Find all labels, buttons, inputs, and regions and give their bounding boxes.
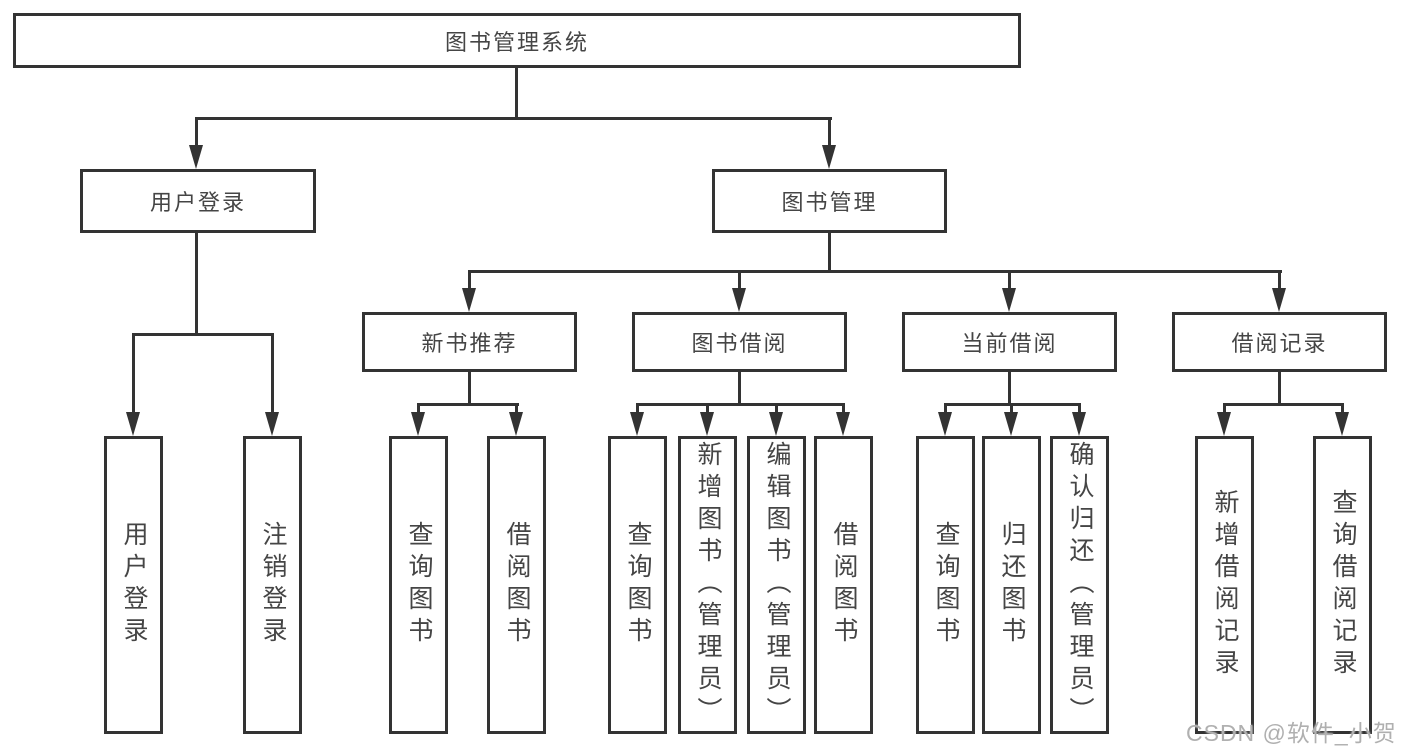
connector-line bbox=[515, 403, 518, 414]
leaf-label: 注销登录 bbox=[259, 521, 287, 649]
connector-arrowhead bbox=[630, 412, 644, 436]
leaf-label: 编辑图书（管理员） bbox=[763, 441, 791, 729]
leaf-return-book: 归还图书 bbox=[982, 436, 1041, 734]
leaf-query-books-current: 查询图书 bbox=[916, 436, 975, 734]
node-label: 图书管理 bbox=[781, 190, 878, 215]
leaf-query-books-borrow: 查询图书 bbox=[608, 436, 667, 734]
leaf-label: 查询借阅记录 bbox=[1329, 489, 1357, 681]
connector-arrowhead bbox=[1004, 412, 1018, 436]
connector-line bbox=[1008, 270, 1011, 290]
connector-line bbox=[195, 231, 198, 335]
connector-arrowhead bbox=[509, 412, 523, 436]
leaf-add-borrow-record: 新增借阅记录 bbox=[1195, 436, 1254, 734]
connector-line bbox=[706, 403, 709, 414]
connector-line bbox=[636, 403, 845, 406]
connector-arrowhead bbox=[1072, 412, 1086, 436]
leaf-confirm-return-admin: 确认归还（管理员） bbox=[1050, 436, 1109, 734]
connector-line bbox=[1223, 403, 1344, 406]
leaf-label: 查询图书 bbox=[405, 521, 433, 649]
leaf-add-book-admin: 新增图书（管理员） bbox=[678, 436, 737, 734]
connector-line bbox=[1341, 403, 1344, 414]
connector-line bbox=[828, 231, 831, 273]
leaf-query-borrow-record: 查询借阅记录 bbox=[1313, 436, 1372, 734]
node-book-borrow: 图书借阅 bbox=[632, 312, 847, 372]
connector-arrowhead bbox=[1335, 412, 1349, 436]
node-label: 当前借阅 bbox=[961, 331, 1058, 356]
leaf-user-login: 用户登录 bbox=[104, 436, 163, 734]
node-root-system: 图书管理系统 bbox=[13, 13, 1021, 68]
connector-arrowhead bbox=[700, 412, 714, 436]
connector-line bbox=[738, 270, 741, 290]
connector-line bbox=[417, 403, 420, 414]
connector-line bbox=[1008, 370, 1011, 406]
csdn-watermark: CSDN @软件_小贺同学 bbox=[1186, 720, 1397, 746]
leaf-label: 借阅图书 bbox=[503, 521, 531, 649]
leaf-label: 新增图书（管理员） bbox=[694, 441, 722, 729]
connector-line bbox=[132, 333, 135, 414]
leaf-label: 归还图书 bbox=[998, 521, 1026, 649]
leaf-label: 新增借阅记录 bbox=[1211, 489, 1239, 681]
connector-arrowhead bbox=[265, 412, 279, 436]
connector-arrowhead bbox=[822, 145, 836, 169]
connector-line bbox=[1223, 403, 1226, 414]
connector-line bbox=[468, 370, 471, 406]
leaf-label: 查询图书 bbox=[932, 521, 960, 649]
leaf-query-books-recommend: 查询图书 bbox=[389, 436, 448, 734]
connector-line bbox=[468, 270, 1282, 273]
node-current-borrow: 当前借阅 bbox=[902, 312, 1117, 372]
node-user-login: 用户登录 bbox=[80, 169, 316, 233]
node-new-book-recommend: 新书推荐 bbox=[362, 312, 577, 372]
node-label: 借阅记录 bbox=[1231, 331, 1328, 356]
connector-arrowhead bbox=[769, 412, 783, 436]
leaf-logout: 注销登录 bbox=[243, 436, 302, 734]
connector-line bbox=[271, 333, 274, 414]
leaf-label: 确认归还（管理员） bbox=[1066, 441, 1094, 729]
connector-arrowhead bbox=[1217, 412, 1231, 436]
connector-line bbox=[195, 117, 198, 149]
connector-line bbox=[195, 117, 832, 120]
connector-line bbox=[636, 403, 639, 414]
node-label: 用户登录 bbox=[149, 190, 246, 215]
connector-arrowhead bbox=[411, 412, 425, 436]
connector-line bbox=[1278, 270, 1281, 290]
connector-line bbox=[944, 403, 947, 414]
connector-arrowhead bbox=[1002, 288, 1016, 312]
node-label: 新书推荐 bbox=[421, 331, 518, 356]
connector-arrowhead bbox=[126, 412, 140, 436]
leaf-label: 查询图书 bbox=[624, 521, 652, 649]
connector-line bbox=[132, 333, 274, 336]
leaf-label: 用户登录 bbox=[120, 521, 148, 649]
leaf-borrow-books-borrow: 借阅图书 bbox=[814, 436, 873, 734]
connector-arrowhead bbox=[938, 412, 952, 436]
connector-arrowhead bbox=[732, 288, 746, 312]
connector-line bbox=[1010, 403, 1013, 414]
node-book-management: 图书管理 bbox=[712, 169, 947, 233]
node-borrow-records: 借阅记录 bbox=[1172, 312, 1387, 372]
connector-line bbox=[775, 403, 778, 414]
connector-line bbox=[515, 66, 518, 119]
connector-arrowhead bbox=[462, 288, 476, 312]
connector-line bbox=[468, 270, 471, 290]
connector-arrowhead bbox=[836, 412, 850, 436]
connector-line bbox=[738, 370, 741, 406]
connector-line bbox=[842, 403, 845, 414]
connector-line bbox=[417, 403, 519, 406]
leaf-edit-book-admin: 编辑图书（管理员） bbox=[747, 436, 806, 734]
connector-line bbox=[1078, 403, 1081, 414]
connector-arrowhead bbox=[189, 145, 203, 169]
leaf-borrow-books-recommend: 借阅图书 bbox=[487, 436, 546, 734]
connector-line bbox=[828, 117, 831, 149]
node-label: 图书管理系统 bbox=[444, 29, 589, 55]
node-label: 图书借阅 bbox=[691, 331, 788, 356]
connector-arrowhead bbox=[1272, 288, 1286, 312]
leaf-label: 借阅图书 bbox=[830, 521, 858, 649]
connector-line bbox=[1278, 370, 1281, 406]
